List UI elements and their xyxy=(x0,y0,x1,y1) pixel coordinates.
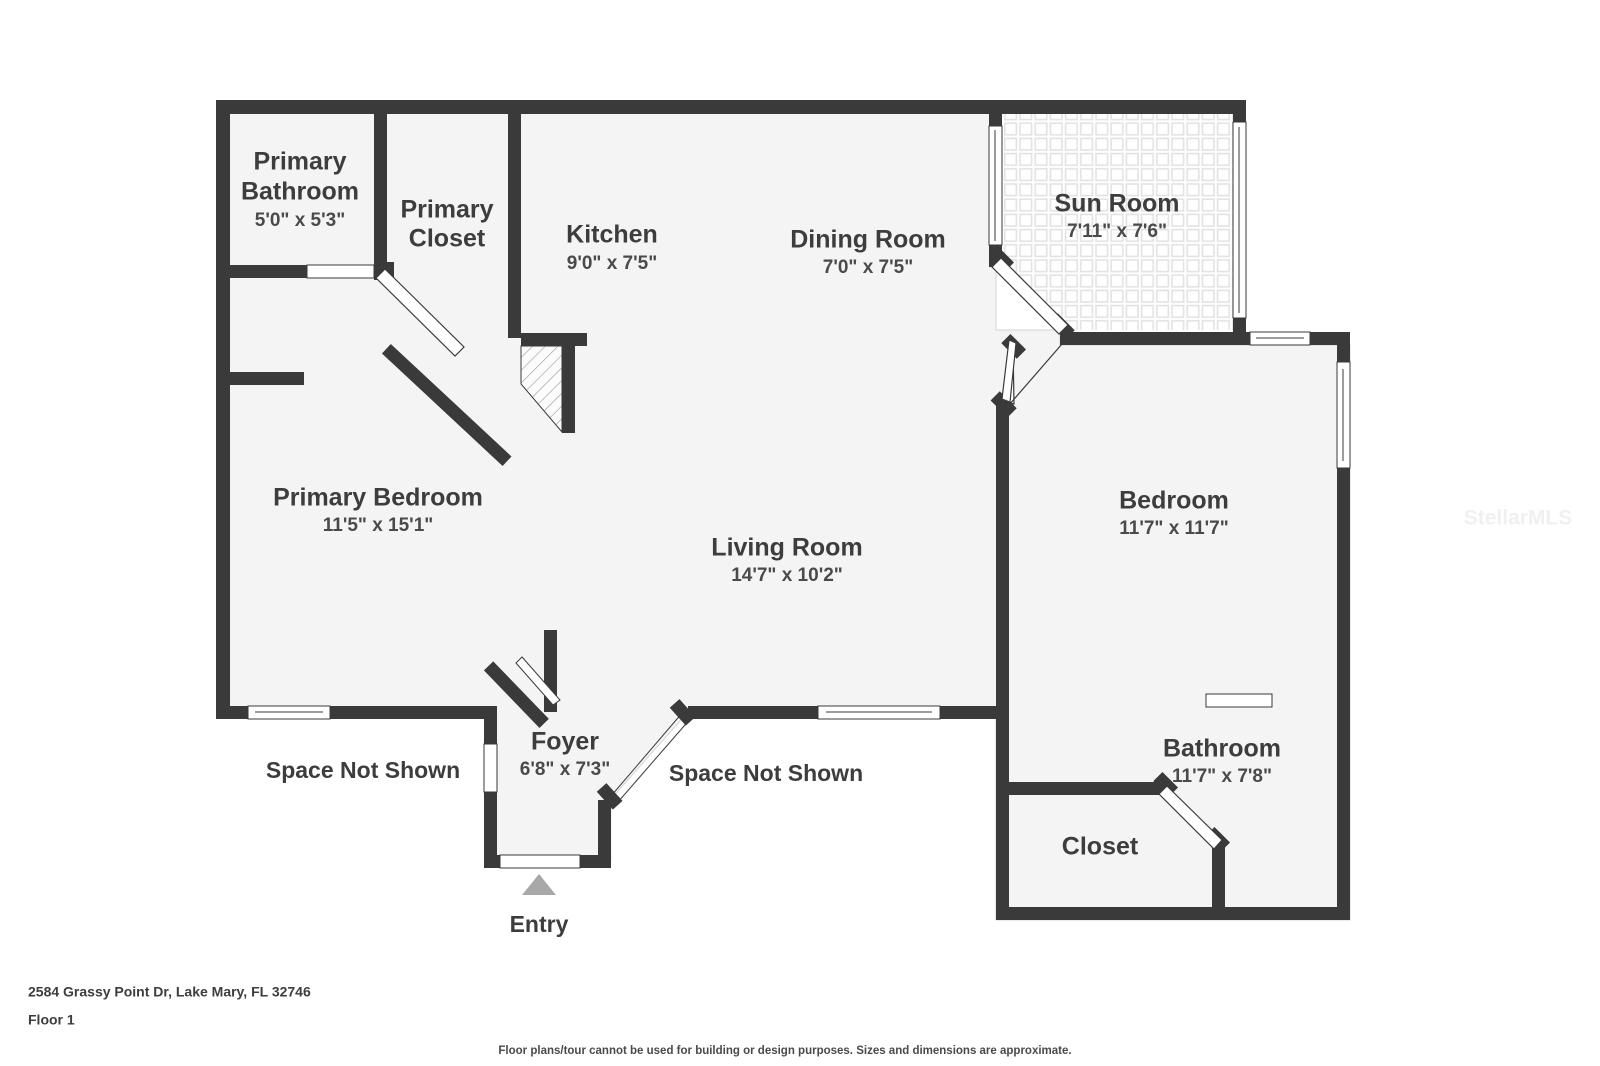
wall-primary-bedroom-south-a xyxy=(216,706,248,719)
room-label-sun-room: Sun Room xyxy=(1055,190,1180,218)
room-dims-bedroom: 11'7" x 11'7" xyxy=(1119,518,1228,539)
footer-address: 2584 Grassy Point Dr, Lake Mary, FL 3274… xyxy=(28,984,311,1000)
room-dims-dining-room: 7'0" x 7'5" xyxy=(823,257,913,278)
wall-sunroom-right-a xyxy=(1233,100,1246,122)
wall-living-diagonal xyxy=(483,661,549,728)
footer-disclaimer: Floor plans/tour cannot be used for buil… xyxy=(498,1045,1071,1057)
wall-living-room-south-a xyxy=(688,706,818,719)
pantry-wedge xyxy=(520,345,563,434)
window-primary-bedroom-south xyxy=(247,705,331,720)
annotation-space-not-shown-left: Space Not Shown xyxy=(266,757,460,783)
doors xyxy=(375,257,1223,850)
door-entry xyxy=(499,854,581,869)
wall-foyer-left-a xyxy=(484,706,497,744)
window-sunroom-left xyxy=(988,125,1003,246)
wall-primary-bathroom-right xyxy=(374,106,387,272)
annotation-entry-label: Entry xyxy=(510,911,569,937)
window-sunroom-right xyxy=(1232,121,1247,319)
wall-sunroom-right-b xyxy=(1233,318,1246,344)
wall-pantry-right xyxy=(562,333,575,433)
room-label-closet: Closet xyxy=(1062,833,1139,861)
wall-sunroom-top xyxy=(996,100,1246,114)
wall-primary-closet-right xyxy=(508,106,521,338)
floor-fill-foyer xyxy=(490,706,688,862)
room-label-primary-bathroom-line1: Primary xyxy=(253,148,346,176)
window-bathroom-north xyxy=(1205,693,1273,708)
entry-arrow-icon xyxy=(522,874,556,895)
window-bedroom-east xyxy=(1336,361,1351,469)
room-labels: Primary Bathroom 5'0" x 5'3" Primary Clo… xyxy=(241,148,1281,861)
footer: 2584 Grassy Point Dr, Lake Mary, FL 3274… xyxy=(28,984,1072,1057)
opening-foyer-left xyxy=(483,743,498,793)
room-dims-foyer: 6'8" x 7'3" xyxy=(520,759,610,780)
opening-foyer-diagonal xyxy=(610,711,692,803)
room-dims-sun-room: 7'11" x 7'6" xyxy=(1067,221,1167,242)
wall-closet-north xyxy=(1009,782,1164,795)
room-label-living-room: Living Room xyxy=(711,534,862,562)
wall-exterior-left xyxy=(216,100,230,718)
room-dims-kitchen: 9'0" x 7'5" xyxy=(567,253,657,274)
room-label-foyer: Foyer xyxy=(531,728,599,756)
wall-bedroom-diagonal-bottom xyxy=(990,391,1017,418)
door-bedroom-angled xyxy=(1001,339,1017,405)
wall-foyer-diagonal-bottom xyxy=(596,783,623,810)
floor-fill-sunroom xyxy=(996,110,1240,330)
windows xyxy=(247,121,1351,869)
room-label-kitchen: Kitchen xyxy=(566,221,658,249)
wall-exterior-right-b xyxy=(1337,468,1350,920)
room-label-bedroom: Bedroom xyxy=(1119,487,1229,515)
room-label-primary-bedroom: Primary Bedroom xyxy=(273,484,483,512)
wall-closet-east xyxy=(1212,843,1225,907)
bedroom-diagonal-outer xyxy=(1008,343,1063,406)
wall-foyer-right xyxy=(598,800,611,868)
room-dims-primary-bathroom: 5'0" x 5'3" xyxy=(255,210,345,231)
wall-primary-bedroom-stub xyxy=(222,372,304,385)
window-living-room-south xyxy=(817,705,941,720)
room-dims-bathroom: 11'7" x 7'8" xyxy=(1172,766,1272,787)
room-label-primary-closet-line1: Primary xyxy=(400,196,493,224)
footer-floor-label: Floor 1 xyxy=(28,1012,75,1028)
door-primary-closet xyxy=(375,268,465,357)
annotation-space-not-shown-right: Space Not Shown xyxy=(669,760,863,786)
wall-living-room-south-b xyxy=(940,706,1002,719)
room-label-primary-bathroom-line2: Bathroom xyxy=(241,178,359,206)
room-label-bathroom: Bathroom xyxy=(1163,735,1281,763)
wall-foyer-left-b xyxy=(484,792,497,868)
wall-primary-bathroom-south-a xyxy=(222,265,307,278)
door-closet-angled xyxy=(1158,785,1223,850)
door-sunroom-to-bedroom xyxy=(991,257,1069,335)
wall-bath-left xyxy=(996,706,1009,920)
watermark-stellar-mls: StellarMLS xyxy=(1464,507,1573,530)
wall-bedroom-north-b xyxy=(1310,332,1350,345)
wall-primary-bedroom-diagonal xyxy=(381,343,512,466)
wall-bath-south xyxy=(996,907,1350,920)
wall-kitchen-south xyxy=(521,333,587,346)
room-dims-primary-bedroom: 11'5" x 15'1" xyxy=(323,515,434,536)
window-bedroom-north xyxy=(1249,331,1311,346)
wall-foyer-bottom-a xyxy=(484,855,500,868)
wall-primary-bedroom-south-b xyxy=(330,706,495,719)
wall-bedroom-left-lower xyxy=(996,405,1009,713)
wall-bedroom-north-a xyxy=(1060,332,1250,345)
room-dims-living-room: 14'7" x 10'2" xyxy=(731,565,843,586)
opening-primary-bathroom xyxy=(306,264,375,279)
opening-foyer-living xyxy=(515,656,561,706)
room-label-primary-closet-line2: Closet xyxy=(409,225,486,253)
annotations: Space Not Shown Space Not Shown Entry xyxy=(266,757,863,937)
wall-exterior-top xyxy=(216,100,1006,114)
room-label-dining-room: Dining Room xyxy=(790,226,946,254)
wall-sunroom-left-a xyxy=(989,108,1002,126)
